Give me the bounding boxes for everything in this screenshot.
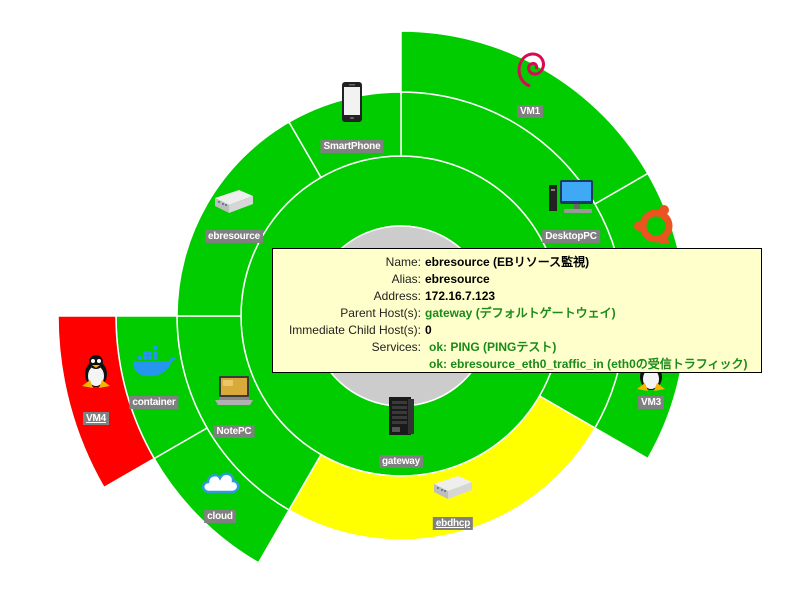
- host-label-vm1[interactable]: VM1: [517, 105, 543, 118]
- tooltip-address-value: 172.16.7.123: [425, 289, 496, 303]
- docker-icon[interactable]: [131, 346, 177, 382]
- tooltip-service-item: ok: ebresource_eth0_traffic_in (eth0の受信ト…: [429, 357, 748, 371]
- linux-tux-icon[interactable]: [80, 354, 112, 394]
- tooltip-children-label: Immediate Child Host(s):: [288, 323, 421, 337]
- host-label-gateway[interactable]: gateway: [378, 455, 424, 468]
- laptop-icon[interactable]: [214, 375, 254, 411]
- tooltip-name-label: Name:: [385, 255, 421, 269]
- server-icon[interactable]: [386, 396, 416, 440]
- tooltip-services-list: ok: PING (PINGテスト) ok: ebresource_eth0_t…: [425, 339, 748, 373]
- tooltip-children-row: Immediate Child Host(s): 0: [279, 322, 755, 339]
- host-label-desktoppc[interactable]: DesktopPC: [542, 230, 600, 243]
- host-label-vm3[interactable]: VM3: [638, 396, 664, 409]
- tooltip-parent-value: gateway (デフォルトゲートウェイ): [425, 306, 616, 320]
- host-label-cloud[interactable]: cloud: [204, 510, 236, 523]
- network-appliance-icon[interactable]: [213, 186, 255, 218]
- sunburst-segment-vm4[interactable]: [57, 315, 156, 489]
- tooltip-alias-row: Alias: ebresource: [279, 271, 755, 288]
- tooltip-children-value: 0: [425, 323, 432, 337]
- host-label-notepc[interactable]: NotePC: [213, 425, 255, 438]
- desktop-pc-icon[interactable]: [548, 179, 594, 219]
- tooltip-services-row: Services: ok: PING (PINGテスト) ok: ebresou…: [279, 339, 755, 373]
- tooltip-address-row: Address: 172.16.7.123: [279, 288, 755, 305]
- debian-icon[interactable]: [515, 48, 545, 92]
- tooltip-alias-label: Alias:: [391, 272, 421, 286]
- sunburst-segment-ebdhcp[interactable]: [287, 394, 597, 541]
- cloud-icon[interactable]: [200, 468, 240, 498]
- tooltip-address-label: Address:: [373, 289, 421, 303]
- tooltip-name-row: Name: ebresource (EBリソース監視): [279, 254, 755, 271]
- host-label-ebdhcp[interactable]: ebdhcp: [432, 517, 474, 530]
- tooltip-service-item: ok: PING (PINGテスト): [429, 340, 557, 354]
- network-appliance-icon[interactable]: [432, 472, 474, 504]
- smartphone-icon[interactable]: [341, 81, 363, 127]
- host-label-ebresource[interactable]: ebresource: [205, 230, 263, 243]
- host-label-vm4[interactable]: VM4: [83, 412, 109, 425]
- host-tooltip: Name: ebresource (EBリソース監視) Alias: ebres…: [272, 248, 762, 373]
- tooltip-name-value: ebresource (EBリソース監視): [425, 255, 590, 269]
- ubuntu-icon[interactable]: [631, 204, 681, 248]
- tooltip-parent-label: Parent Host(s):: [340, 306, 421, 320]
- tooltip-parent-row: Parent Host(s): gateway (デフォルトゲートウェイ): [279, 305, 755, 322]
- host-label-smartphone[interactable]: SmartPhone: [320, 140, 384, 153]
- tooltip-alias-value: ebresource: [425, 272, 490, 286]
- host-label-container[interactable]: container: [129, 396, 179, 409]
- tooltip-services-label: Services:: [371, 340, 421, 354]
